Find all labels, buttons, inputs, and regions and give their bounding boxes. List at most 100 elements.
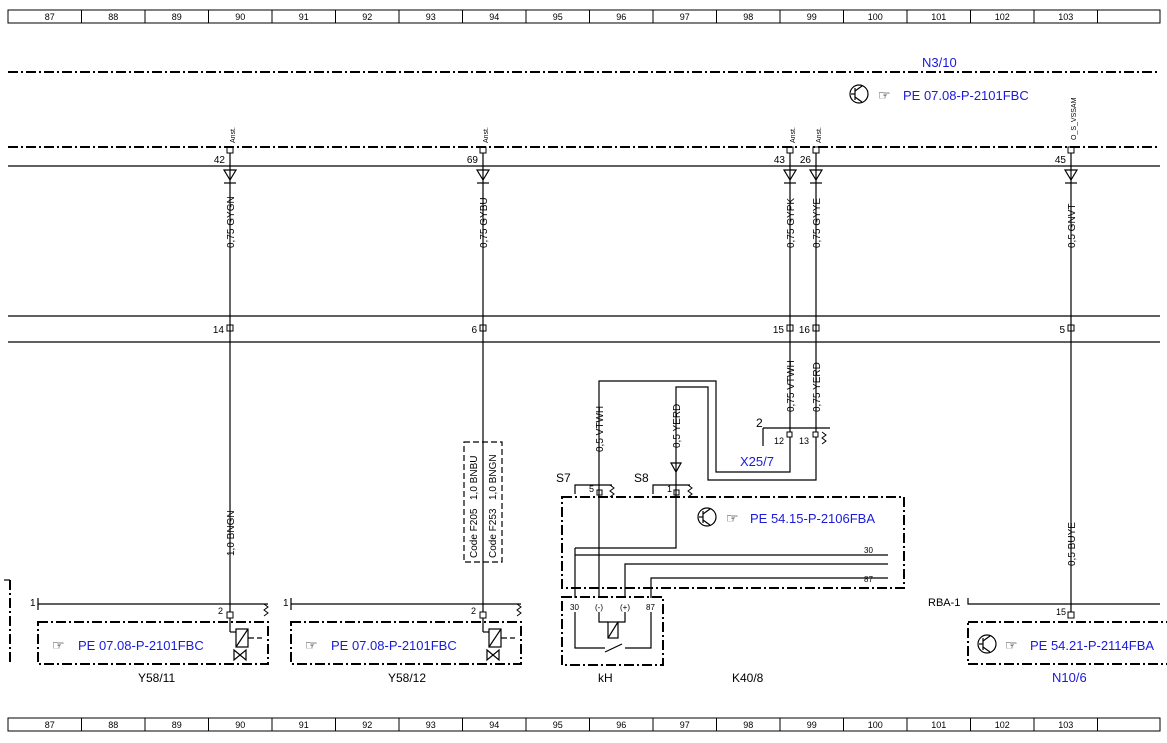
relay-pin-87: 87 — [646, 603, 655, 612]
grid-number: 96 — [616, 12, 626, 22]
hand-pointer-icon: ☞ — [726, 510, 739, 526]
k40-t87: 87 — [864, 575, 873, 584]
pin-number: 42 — [214, 155, 226, 166]
grid-number: 90 — [235, 720, 245, 730]
grid-number: 93 — [426, 12, 436, 22]
code-f205-wire: 1,0 BNBU — [469, 456, 480, 500]
module-y58-12[interactable]: 1 2 ☞ PE 07.08-P-2101FBC Y58/12 — [283, 598, 522, 685]
hand-pointer-icon: ☞ — [305, 637, 318, 653]
connector-pin-number: 15 — [773, 325, 785, 336]
relay-pin-minus: (-) — [595, 603, 603, 612]
code-box — [463, 441, 503, 563]
module-name-n3-10[interactable]: N3/10 — [922, 55, 957, 70]
transistor-icon — [849, 84, 869, 104]
transistor-icon — [697, 507, 717, 527]
module-k40-8[interactable]: S7 S8 5 1 ☞ PE 54.15-P-2106FBA 30 87 30 … — [556, 471, 905, 685]
k40-ref-link[interactable]: PE 54.15-P-2106FBA — [750, 511, 875, 526]
pin-number: 45 — [1055, 155, 1067, 166]
module-ref-link[interactable]: PE 07.08-P-2101FBC — [903, 88, 1029, 103]
pin-signal-label: Anst. — [816, 127, 823, 143]
y58-11-pin2: 2 — [218, 606, 223, 616]
k40-t30: 30 — [864, 546, 873, 555]
y58-11-pin1: 1 — [30, 598, 36, 609]
connector-x25-7[interactable]: 2 12 13 X25/7 — [740, 416, 830, 469]
pin-signal-label: O_S_VSSAM — [1071, 97, 1078, 140]
solenoid-valve-icon — [482, 618, 515, 662]
grid-number: 101 — [931, 12, 946, 22]
pin-signal-label: Anst. — [483, 127, 490, 143]
grid-number: 100 — [868, 12, 883, 22]
grid-number: 102 — [995, 12, 1010, 22]
x25-pin-b: 13 — [799, 436, 809, 446]
code-f253-wire: 1,0 BNGN — [488, 454, 499, 500]
module-n10-6[interactable]: 0,5 BUYE RBA-1 15 ☞ PE 54.21-P-2114FBA N… — [928, 330, 1167, 685]
s8-label: S8 — [634, 471, 649, 485]
grid-number: 93 — [426, 720, 436, 730]
grid-number: 103 — [1058, 720, 1073, 730]
connector-arrow-icon — [808, 169, 824, 182]
wire-label: 0,75 GYYE — [812, 198, 823, 248]
hand-pointer-icon: ☞ — [878, 87, 891, 103]
wire-label: 0,75 GYPK — [786, 198, 797, 248]
connector-arrow-icon — [1063, 169, 1079, 182]
y58-12-pin1: 1 — [283, 598, 289, 609]
s8-pin: 1 — [667, 484, 672, 494]
y58-12-pin2: 2 — [471, 606, 476, 616]
y58-12-ref-link[interactable]: PE 07.08-P-2101FBC — [331, 638, 457, 653]
relay-coil-icon — [607, 621, 619, 639]
grid-number: 98 — [743, 12, 753, 22]
module-name-y58-12[interactable]: Y58/12 — [388, 671, 426, 685]
module-name-y58-11[interactable]: Y58/11 — [138, 671, 175, 685]
connector-arrow-icon — [782, 169, 798, 182]
grid-number: 94 — [489, 12, 499, 22]
connector-pin-number: 14 — [213, 325, 225, 336]
wire-label-buye: 0,5 BUYE — [1067, 522, 1078, 566]
n10-rba-label: RBA-1 — [928, 597, 960, 609]
grid-number: 90 — [235, 12, 245, 22]
x25-pin-a: 12 — [774, 436, 784, 446]
y58-11-ref-link[interactable]: PE 07.08-P-2101FBC — [78, 638, 204, 653]
connector-arrow-icon — [222, 169, 238, 182]
wire-label-vtwh-small: 0,5 VTWH — [595, 406, 606, 452]
module-name-k40-8[interactable]: K40/8 — [732, 671, 764, 685]
relay-switch-icon — [604, 643, 623, 653]
relay-pin-plus: (+) — [620, 603, 630, 612]
connector-pin-number: 5 — [1059, 325, 1065, 336]
grid-number: 95 — [553, 720, 563, 730]
hand-pointer-icon: ☞ — [52, 637, 65, 653]
pin-column[interactable]: O_S_VSSAM 45 0,5 GNVT 5 — [1055, 97, 1079, 336]
grid-number: 89 — [172, 12, 182, 22]
grid-number: 103 — [1058, 12, 1073, 22]
connector-name-x25-7[interactable]: X25/7 — [740, 454, 774, 469]
transistor-icon — [977, 634, 997, 654]
relay-pin-30: 30 — [570, 603, 579, 612]
grid-number: 98 — [743, 720, 753, 730]
grid-number: 96 — [616, 720, 626, 730]
pin-signal-label: Anst. — [230, 127, 237, 143]
grid-number: 97 — [680, 720, 690, 730]
connector-arrow-icon — [475, 169, 491, 182]
grid-number: 87 — [45, 12, 55, 22]
grid-number: 99 — [807, 12, 817, 22]
grid-number: 88 — [108, 720, 118, 730]
grid-number: 91 — [299, 720, 309, 730]
s7-pin: 5 — [589, 484, 594, 494]
wire-label-vtwh: 0,75 VTWH — [786, 360, 797, 412]
module-name-n10-6[interactable]: N10/6 — [1052, 670, 1087, 685]
grid-number: 99 — [807, 720, 817, 730]
x25-num: 2 — [756, 416, 763, 430]
pin-signal-label: Anst. — [790, 127, 797, 143]
wire-label-yerd: 0,75 YERD — [812, 362, 823, 412]
connector-pin-number: 6 — [471, 325, 477, 336]
module-y58-11[interactable]: 1 2 ☞ PE 07.08-P-2101FBC Y58/11 — [30, 598, 269, 685]
wire-label: 0,5 GNVT — [1067, 204, 1078, 248]
pin-number: 26 — [800, 155, 812, 166]
n10-ref-link[interactable]: PE 54.21-P-2114FBA — [1030, 638, 1154, 653]
code-f205-label: Code F205 — [469, 508, 480, 558]
grid-number: 88 — [108, 12, 118, 22]
